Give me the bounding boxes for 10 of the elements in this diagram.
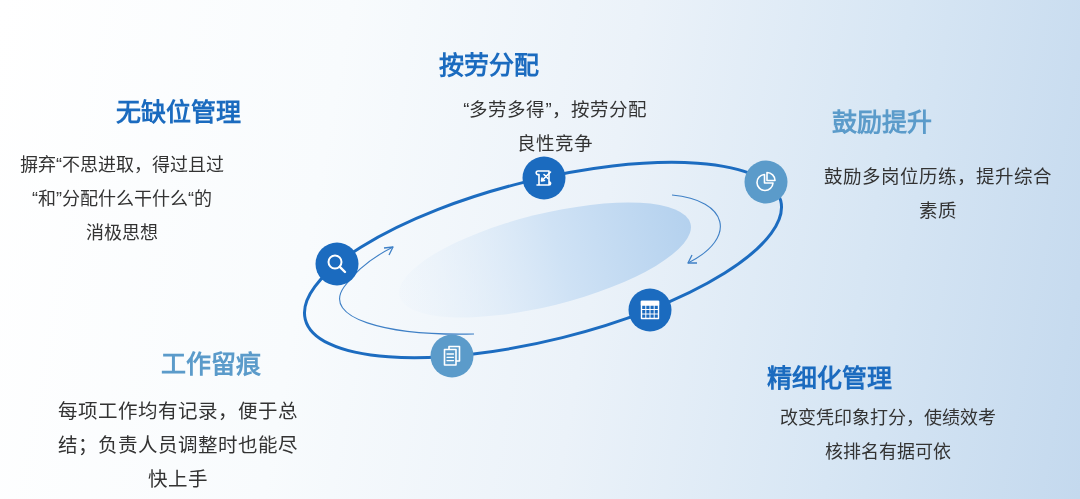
heading: 无缺位管理 [115, 97, 241, 127]
heading: 精细化管理 [766, 363, 892, 393]
description-text: 鼓励多岗位历练，提升综合素质 [823, 165, 1053, 223]
description-text: “多劳多得”，按劳分配良性竞争 [462, 98, 648, 156]
description-text: 改变凭印象打分，使绩效考核排名有据可依 [779, 407, 997, 464]
description-text: 每项工作均有记录，便于总结；负责人员调整时也能尽快上手 [57, 399, 299, 492]
heading: 工作留痕 [161, 349, 261, 379]
description-text: 摒弃“不思进取，得过且过“和”分配什么干什么“的消极思想 [19, 154, 225, 245]
heading: 按劳分配 [439, 50, 539, 80]
heading: 鼓励提升 [832, 107, 932, 137]
